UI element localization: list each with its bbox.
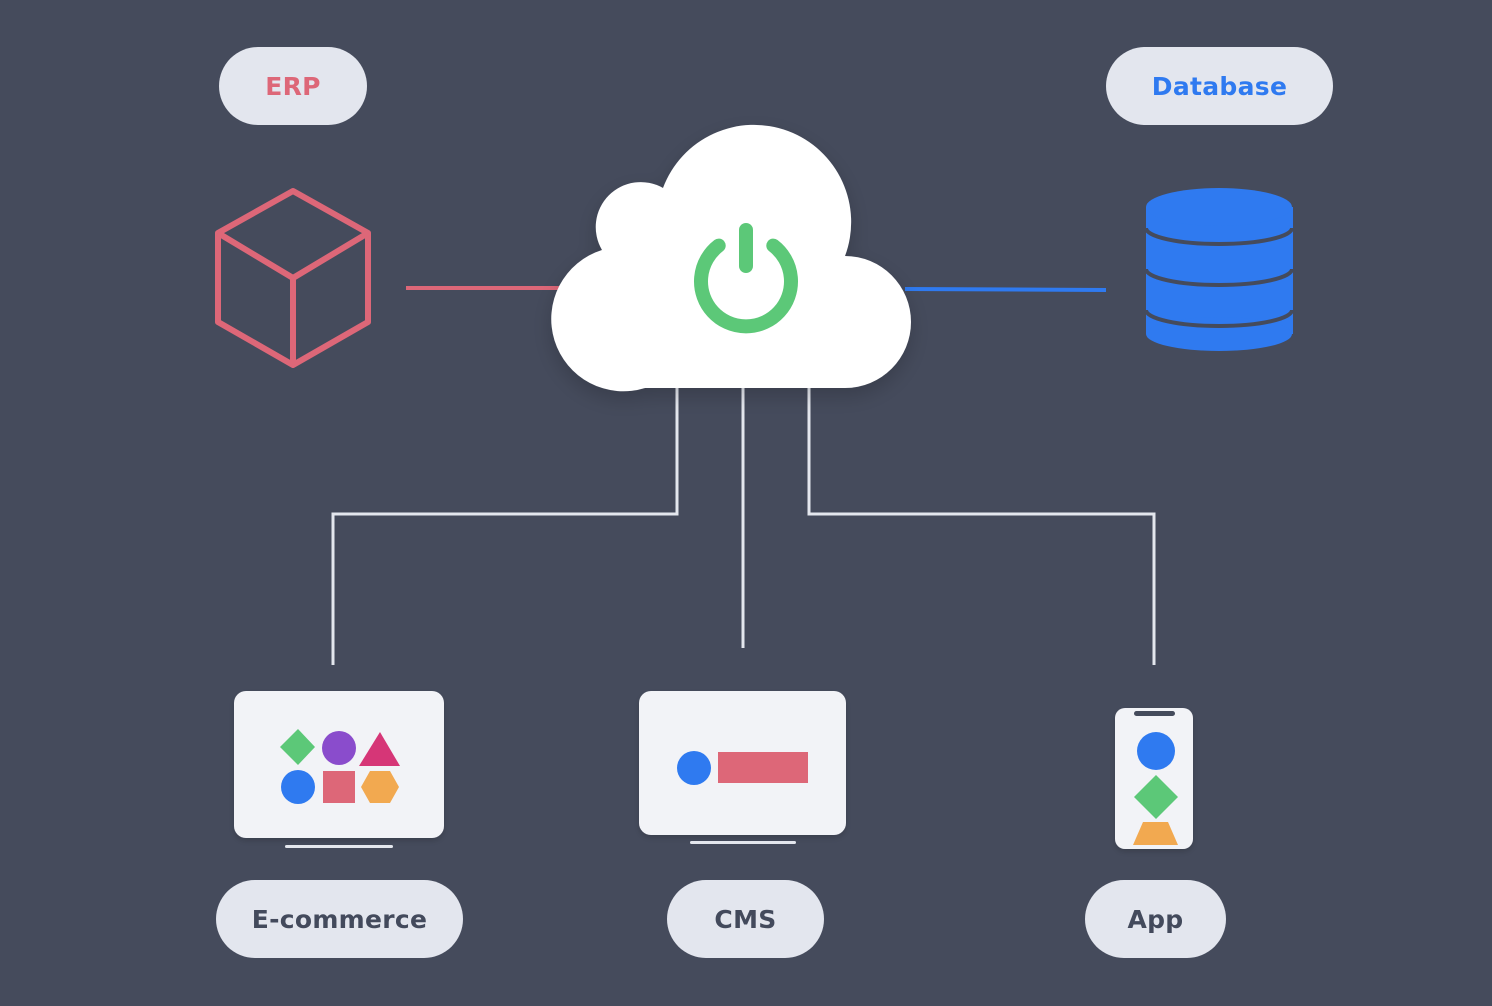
green-diamond-shape [280,729,315,765]
app-connector-line [807,385,1156,665]
orange-hexagon-shape [361,771,399,803]
red-square-shape [323,771,355,803]
ecommerce-label: E-commerce [251,904,428,934]
red-bar-shape [718,752,808,783]
ecommerce-label-pill: E-commerce [216,880,463,958]
purple-circle-shape [322,731,356,765]
erp-label: ERP [265,71,321,101]
phone-icon [1115,708,1193,849]
app-label-pill: App [1085,880,1226,958]
monitor-layout-icon [639,691,846,844]
cloud-icon [551,124,911,392]
database-label: Database [1151,71,1288,101]
orange-trapezoid-shape [1133,822,1178,845]
database-connector-line [904,287,1107,292]
green-diamond-shape [1134,775,1178,819]
blue-circle-shape [281,770,315,804]
erp-label-pill: ERP [219,47,367,125]
app-label: App [1127,904,1184,934]
monitor-shapes-icon [234,691,444,848]
blue-dot-shape [677,751,711,785]
cms-label-pill: CMS [667,880,824,958]
ecommerce-connector-line [331,385,679,665]
database-label-pill: Database [1106,47,1333,125]
blue-circle-shape [1137,732,1175,770]
database-icon [1144,188,1294,351]
cube-icon [215,188,371,368]
power-icon [694,223,798,334]
magenta-triangle-shape [359,732,400,766]
cms-label: CMS [714,904,777,934]
